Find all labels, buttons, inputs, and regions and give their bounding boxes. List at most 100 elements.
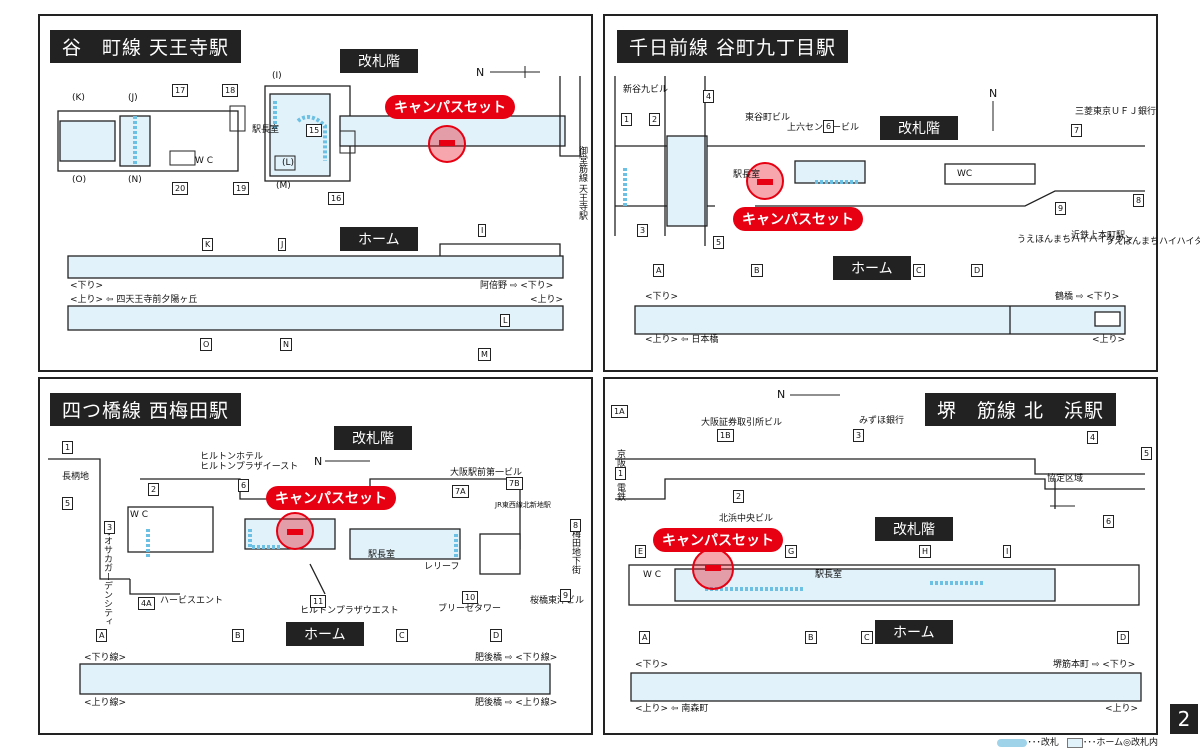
side-station-label: 天王寺駅 — [577, 184, 587, 220]
concourse-floor-label: 改札階 — [880, 116, 958, 140]
exit-1: 1 — [621, 113, 633, 126]
exit-7b: 7B — [506, 477, 523, 490]
campus-set-callout: キャンパスセット — [653, 528, 783, 552]
exit-4a: 4A — [138, 597, 155, 610]
platform-exit-j: J — [278, 238, 287, 251]
campus-set-callout: キャンパスセット — [266, 486, 396, 510]
north-label: N — [476, 66, 485, 79]
exit-2: 2 — [148, 483, 160, 496]
platform-floor-label: ホーム — [286, 622, 364, 646]
building-osaka-ekimae: 大阪駅前第一ビル — [450, 468, 523, 478]
exit-19: 19 — [233, 182, 250, 195]
building-mizuho: みずほ銀行 — [859, 416, 905, 426]
exit-7: 7 — [1071, 124, 1083, 137]
building-hilton-east: ヒルトンプラザイースト — [200, 462, 299, 472]
legend-platform: ･･･ホーム◎改札内 — [1066, 735, 1158, 748]
building-hihi-town-1: うえほんまちハイハイタウン — [1017, 235, 1134, 245]
dest-down: 肥後橋 ⇨ <下り線> — [475, 653, 558, 663]
building-kyotei: 協定区域 — [1047, 474, 1084, 484]
platform-exit-a: A — [96, 629, 108, 642]
panel-nishiumeda: 四つ橋線 西梅田駅 改札階 キャンパスセット N ヒルトンホテル ヒルトンプラザ… — [38, 377, 593, 735]
platform-floor-label: ホーム — [833, 256, 911, 280]
concourse-floor-label: 改札階 — [334, 426, 412, 450]
platform-exit-m: M — [478, 348, 491, 361]
platform-exit-c: C — [913, 264, 925, 277]
platform-exit-d: D — [971, 264, 984, 277]
platform-exit-b: B — [805, 631, 817, 644]
exit-10: 10 — [462, 591, 479, 604]
building-jr-kitashinchi: JR東西線北新地駅 — [495, 501, 551, 509]
dir-down-left: <下り> — [645, 292, 679, 302]
side-line-label: 御堂筋線 — [577, 146, 587, 182]
station-room-label: 駅長室 — [733, 170, 761, 180]
exit-l: (L) — [282, 158, 295, 168]
dest-down: 阿倍野 ⇨ <下り> — [480, 281, 554, 291]
panel-kitahama: 堺 筋線 北 浜駅 改札階 キャンパスセット N 大阪証券取引所ビル みずほ銀行… — [603, 377, 1158, 735]
exit-n: (N) — [128, 175, 142, 185]
exit-9: 9 — [560, 589, 572, 602]
station-room-label: 駅長室 — [252, 125, 280, 135]
campus-set-callout: キャンパスセット — [733, 207, 863, 231]
legend: ･･･改札 ･･･ホーム◎改札内 — [997, 735, 1158, 748]
wc-label: W C — [130, 510, 149, 520]
dest-up: <上り> ⇦ 南森町 — [635, 704, 709, 714]
platform-exit-c: C — [396, 629, 408, 642]
exit-15: 15 — [306, 124, 323, 137]
panel-title: 四つ橋線 西梅田駅 — [50, 393, 242, 426]
north-label: N — [777, 388, 786, 401]
exit-5: 5 — [1141, 447, 1153, 460]
dir-up-left: <上り線> — [84, 698, 127, 708]
platform-exit-c: C — [861, 631, 873, 644]
panel-tennoji: 谷 町線 天王寺駅 改札階 キャンパスセット N 駅長室 W C 御堂筋線 天王… — [38, 14, 593, 372]
dir-down-left: <下り> — [70, 281, 104, 291]
exit-9: 9 — [1055, 202, 1067, 215]
exit-4: 4 — [703, 90, 715, 103]
kitahama-map — [615, 394, 1145, 702]
platform-exit-g: G — [785, 545, 798, 558]
building-hihi-town-2: うえほんまちハイハイタウン — [1105, 237, 1200, 247]
panel-title: 千日前線 谷町九丁目駅 — [617, 30, 849, 63]
building-shintani: 新谷九ビル — [623, 85, 669, 95]
building-kintetsu: 近鉄上本町駅 — [1071, 231, 1126, 241]
platform-exit-l: L — [500, 314, 511, 327]
nishiumeda-map — [48, 458, 551, 695]
exit-k: (K) — [72, 93, 85, 103]
exit-3: 3 — [853, 429, 865, 442]
exit-o: (O) — [72, 175, 87, 185]
platform-exit-b: B — [751, 264, 763, 277]
exit-7a: 7A — [452, 485, 469, 498]
exit-j: (J) — [128, 93, 138, 103]
concourse-floor-label: 改札階 — [875, 517, 953, 541]
platform-exit-b: B — [232, 629, 244, 642]
building-herbis-ent: ハービスエント — [160, 596, 224, 606]
building-keihan: 京阪 — [615, 449, 625, 467]
building-umeda-chikagai: 梅田地下街 — [570, 529, 580, 574]
page-number: 2 — [1170, 704, 1198, 734]
tennoji-map — [57, 66, 581, 331]
dir-up-right: <上り> — [530, 295, 564, 305]
platform-exit-n: N — [280, 338, 292, 351]
platform-exit-a: A — [639, 631, 651, 644]
building-dentetsu: 電鉄 — [615, 483, 625, 501]
panel-title: 谷 町線 天王寺駅 — [50, 30, 242, 63]
platform-exit-d: D — [490, 629, 503, 642]
gate-swatch-icon — [997, 738, 1028, 747]
exit-4: 4 — [1087, 431, 1099, 444]
platform-swatch-icon — [1066, 737, 1083, 748]
building-ose: 大阪証券取引所ビル — [701, 418, 783, 428]
exit-1: 1 — [615, 467, 627, 480]
dest-up: 肥後橋 ⇨ <上り線> — [475, 698, 558, 708]
exit-1a: 1A — [611, 405, 628, 418]
exit-1b: 1B — [717, 429, 734, 442]
wc-label: W C — [195, 156, 214, 166]
dir-down-left: <下り線> — [84, 653, 127, 663]
platform-exit-e: E — [635, 545, 647, 558]
exit-8: 8 — [570, 519, 582, 532]
platform-exit-d: D — [1117, 631, 1130, 644]
exit-8: 8 — [1133, 194, 1145, 207]
platform-exit-o: O — [200, 338, 213, 351]
dir-down-left: <下り> — [635, 660, 669, 670]
tanimachi9-map — [614, 76, 1145, 335]
wc-label: W C — [643, 570, 662, 580]
concourse-floor-label: 改札階 — [340, 49, 418, 73]
